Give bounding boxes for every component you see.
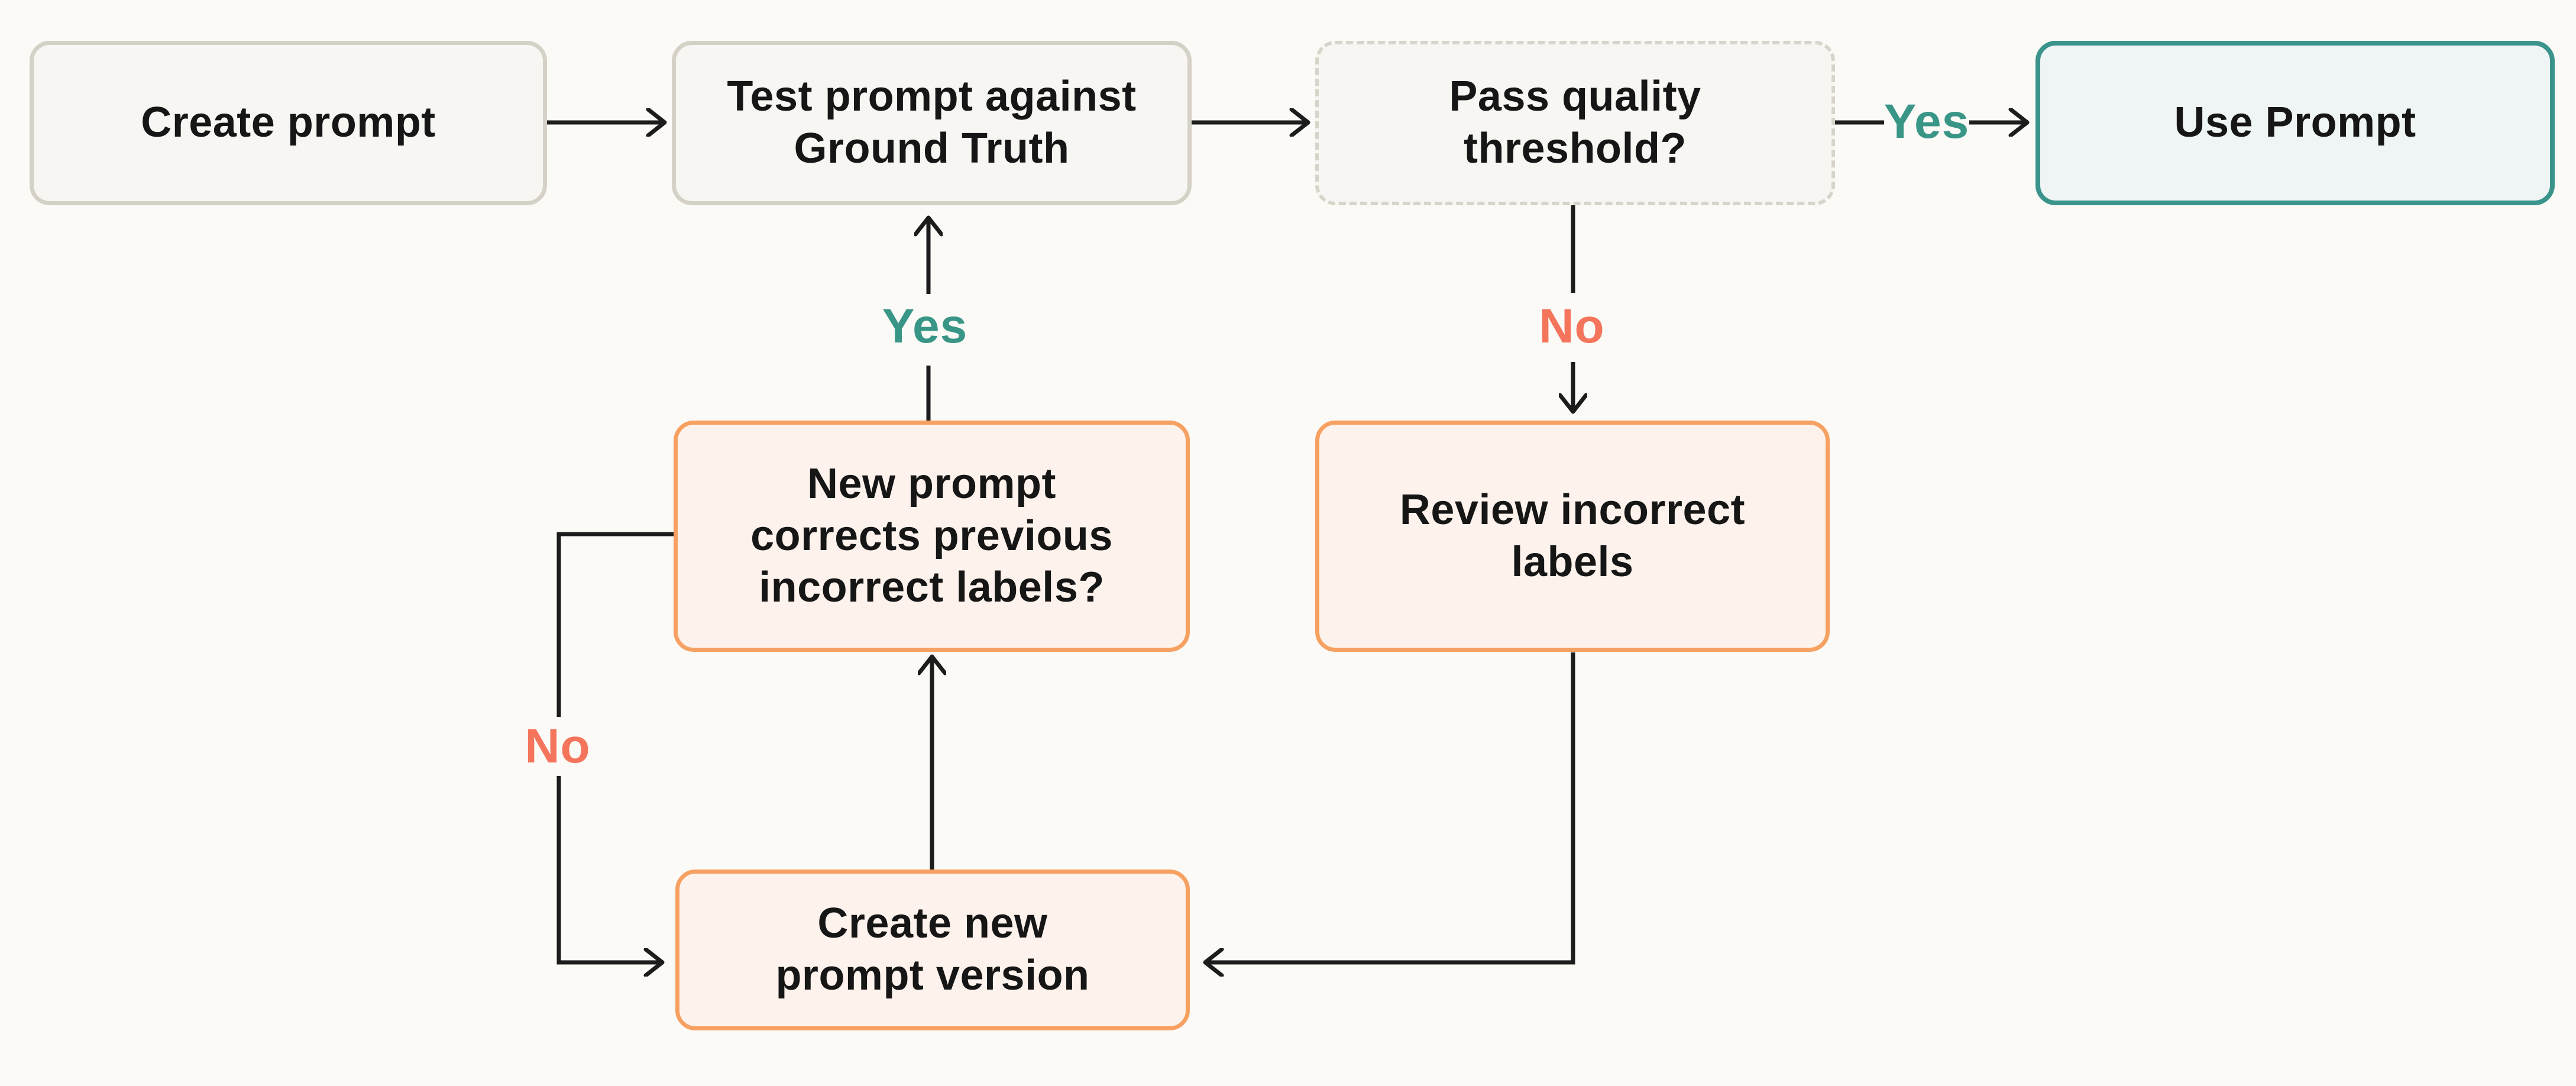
edge-corrects-to-newversion-no-loop bbox=[556, 532, 674, 962]
node-new-prompt-corrects: New prompt corrects previous incorrect l… bbox=[674, 421, 1190, 652]
edge-label-no-to-review: No bbox=[1539, 299, 1605, 353]
edge-label-yes-retest: Yes bbox=[882, 299, 968, 353]
edge-review-to-newversion bbox=[1206, 652, 1575, 962]
edge-label-no-loop: No bbox=[525, 719, 591, 773]
node-pass-quality-threshold: Pass quality threshold? bbox=[1315, 41, 1835, 205]
edge-label-yes-use-prompt: Yes bbox=[1884, 95, 1970, 148]
node-create-prompt: Create prompt bbox=[30, 41, 547, 205]
node-use-prompt: Use Prompt bbox=[2035, 41, 2555, 205]
node-test-prompt: Test prompt against Ground Truth bbox=[672, 41, 1192, 205]
node-review-incorrect-labels: Review incorrect labels bbox=[1315, 421, 1830, 652]
node-create-new-prompt-version: Create new prompt version bbox=[675, 870, 1190, 1030]
